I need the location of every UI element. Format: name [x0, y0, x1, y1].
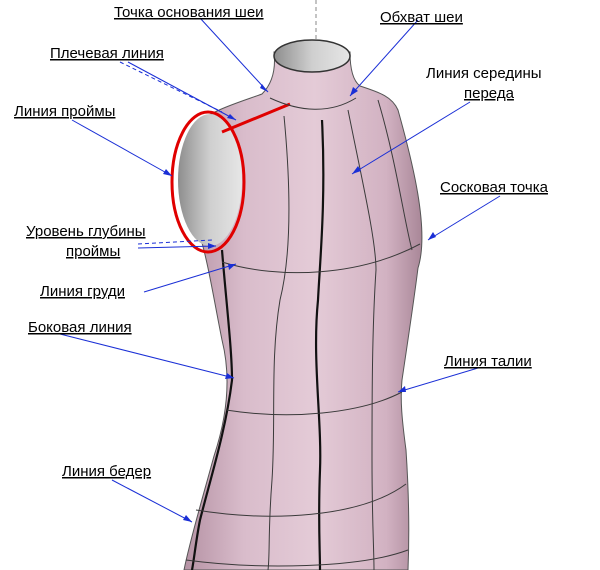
waist-line-arrowhead — [398, 386, 406, 392]
label-front-center-line-1: Линия середины — [426, 65, 542, 82]
label-shoulder-line: Плечевая линия — [50, 45, 164, 62]
hip-line-pointer — [111, 479, 193, 523]
bust-line-seam — [221, 243, 421, 274]
bust-line-arrowhead — [228, 264, 236, 270]
neck-girth-seam — [269, 97, 357, 110]
front-center-pointer — [351, 101, 471, 175]
shoulder-pointer-2 — [127, 61, 237, 121]
label-armhole-depth-2: проймы — [66, 243, 120, 260]
side-seam-right — [377, 99, 413, 251]
label-waist-line: Линия талии — [444, 353, 532, 370]
label-armhole-depth-1: Уровень глубины — [26, 223, 146, 240]
princess-seam-left — [267, 115, 290, 570]
label-neck-girth: Обхват шеи — [380, 9, 463, 26]
waist-line-pointer — [397, 367, 479, 393]
label-side-line: Боковая линия — [28, 319, 132, 336]
front-center-arrowhead — [352, 166, 361, 174]
label-hip-line: Линия бедер — [62, 463, 151, 480]
armhole-opening — [178, 114, 242, 246]
armhole-arrowhead — [163, 169, 172, 176]
hip-line-arrowhead — [183, 515, 192, 522]
label-front-center-line-2: переда — [464, 85, 515, 102]
armhole-depth-pointer-1 — [137, 239, 213, 245]
hip-line-seam — [195, 483, 407, 517]
label-armhole-line: Линия проймы — [14, 103, 115, 120]
bust-line-pointer — [143, 263, 237, 293]
armhole-outline — [170, 110, 246, 254]
armhole-pointer — [71, 119, 173, 177]
neck-girth-arrowhead — [350, 87, 358, 96]
armhole-depth-arrowhead — [208, 243, 216, 249]
shoulder-seam-red — [221, 102, 291, 134]
neck-base-pointer — [199, 17, 269, 93]
center-front-seam — [314, 119, 325, 570]
armhole-depth-pointer-2 — [137, 245, 217, 249]
side-line-arrowhead — [225, 373, 234, 379]
neck-top-opening — [273, 39, 351, 73]
neck-base-arrowhead — [260, 84, 268, 92]
label-neck-base-point: Точка основания шеи — [114, 4, 264, 21]
bust-point-arrowhead — [428, 232, 436, 240]
neck-girth-pointer — [349, 19, 419, 97]
hem-line-seam — [185, 549, 409, 567]
side-line-pointer — [59, 333, 235, 379]
label-bust-line: Линия груди — [40, 283, 125, 300]
shoulder-arrowhead — [227, 114, 236, 120]
label-bust-point: Сосковая точка — [440, 179, 549, 196]
princess-seam-right — [347, 109, 377, 570]
bust-point-pointer — [427, 195, 501, 241]
waist-line-seam — [225, 391, 403, 416]
side-seam-left — [190, 249, 234, 570]
